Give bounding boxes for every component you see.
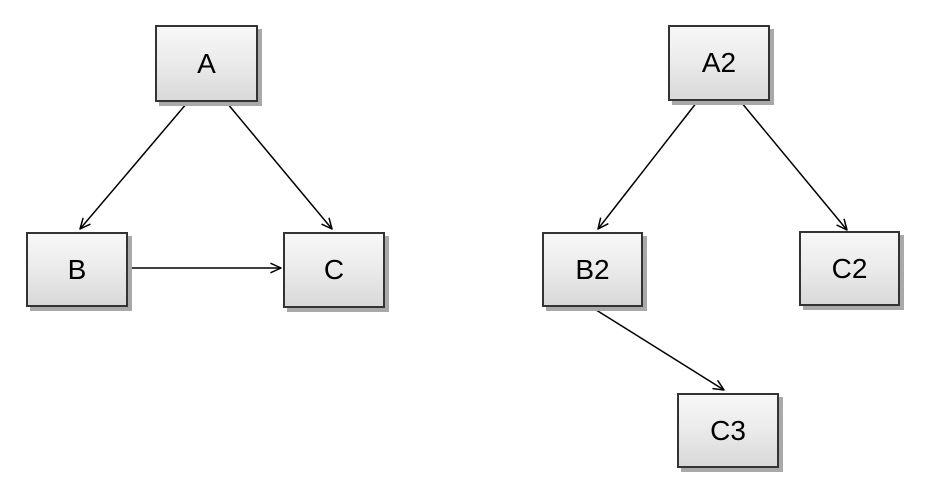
edges-group (79, 101, 848, 391)
node-A[interactable]: A (155, 25, 258, 102)
edge-B2-to-C3 (592, 307, 725, 391)
node-label: C2 (831, 252, 868, 284)
edge-A-to-C (226, 102, 333, 230)
node-label: A (197, 47, 216, 79)
edge-A-to-B (79, 102, 188, 230)
node-label: B (67, 253, 87, 285)
node-A2[interactable]: A2 (668, 25, 770, 101)
node-label: C3 (710, 414, 746, 446)
node-C[interactable]: C (283, 232, 385, 308)
node-label: C (323, 254, 345, 285)
node-B2[interactable]: B2 (542, 232, 643, 307)
node-C3[interactable]: C3 (677, 393, 779, 468)
node-C2[interactable]: C2 (799, 231, 900, 306)
node-label: B2 (575, 253, 610, 285)
edge-A2-to-C2 (740, 101, 848, 231)
edge-A2-to-B2 (597, 101, 698, 230)
node-label: A2 (701, 47, 737, 78)
node-B[interactable]: B (26, 232, 128, 307)
